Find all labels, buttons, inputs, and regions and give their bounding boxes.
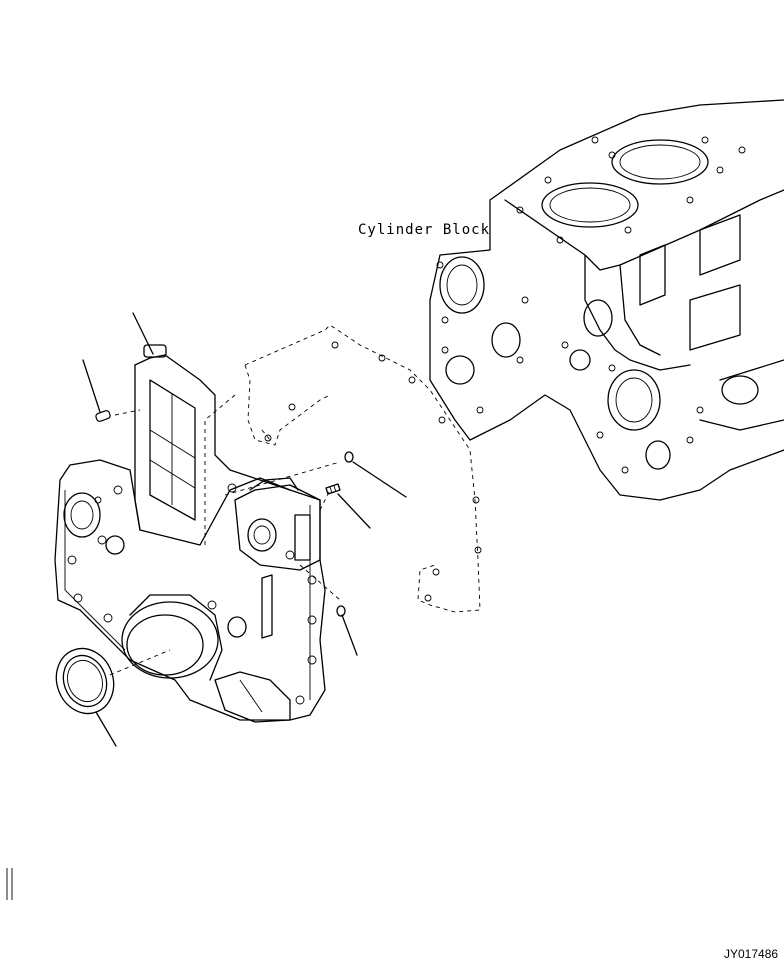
- cylinder-block: [429, 99, 784, 501]
- front-cover: [54, 344, 341, 723]
- bolt: [325, 483, 341, 495]
- oil-seal: [55, 647, 115, 715]
- dowel-pin: [95, 410, 111, 422]
- small-o-ring: [336, 605, 346, 617]
- front-gasket: [244, 324, 482, 613]
- cylinder-block-label: Cylinder Block: [358, 222, 491, 238]
- leader-lines: [82, 312, 407, 747]
- figure-id-label: JY017486: [724, 947, 779, 961]
- margin-marks: [6, 868, 13, 900]
- o-ring: [344, 451, 354, 463]
